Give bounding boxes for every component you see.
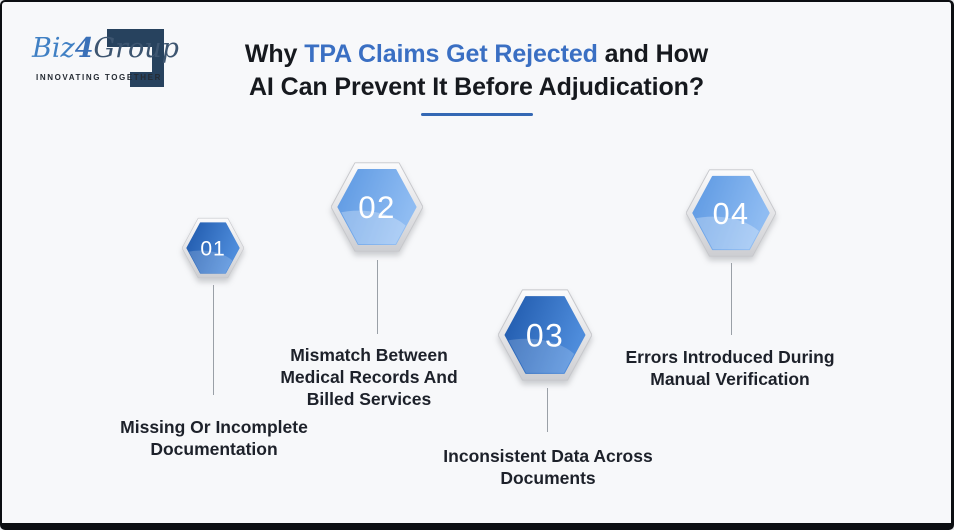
hexagon-step-4: 04 bbox=[686, 169, 776, 257]
step-2-connector-line bbox=[376, 260, 378, 334]
logo-tagline: INNOVATING TOGETHER bbox=[36, 73, 162, 82]
hexagon-step-1: 01 bbox=[182, 217, 244, 279]
step-4-connector-line bbox=[730, 263, 732, 335]
hexagon-step-3: 03 bbox=[498, 289, 592, 381]
title-prefix: Why bbox=[244, 40, 305, 68]
logo-wordmark: Biz4Group bbox=[32, 34, 179, 64]
step-1-connector-line bbox=[212, 285, 214, 395]
step-2-number: 02 bbox=[358, 190, 396, 225]
step-4-number: 04 bbox=[713, 197, 750, 231]
step-1-number: 01 bbox=[200, 237, 225, 260]
logo-bracket-icon bbox=[107, 29, 164, 87]
page-title: Why TPA Claims Get Rejected and How AI C… bbox=[2, 38, 951, 116]
title-line-2: AI Can Prevent It Before Adjudication? bbox=[248, 73, 705, 101]
logo-word-four: 4 bbox=[74, 33, 94, 64]
step-2-label: Mismatch Between Medical Records And Bil… bbox=[280, 345, 458, 409]
step-3-number: 03 bbox=[526, 317, 564, 353]
step-3-label: Inconsistent Data Across Documents bbox=[443, 446, 653, 488]
title-underline-divider bbox=[420, 113, 533, 116]
logo-word-biz: Biz bbox=[32, 33, 75, 64]
title-suffix: and How bbox=[597, 40, 709, 68]
brand-logo: Biz4Group INNOVATING TOGETHER bbox=[28, 20, 188, 96]
step-4-label: Errors Introduced During Manual Verifica… bbox=[625, 347, 835, 389]
step-3-connector-line bbox=[546, 388, 548, 432]
logo-word-group: Group bbox=[93, 33, 179, 64]
hexagon-step-2: 02 bbox=[331, 162, 423, 252]
title-highlight: TPA Claims Get Rejected bbox=[304, 40, 598, 68]
step-1-label: Missing Or Incomplete Documentation bbox=[120, 417, 308, 459]
title-line-1: Why TPA Claims Get Rejected and How bbox=[2, 38, 951, 71]
